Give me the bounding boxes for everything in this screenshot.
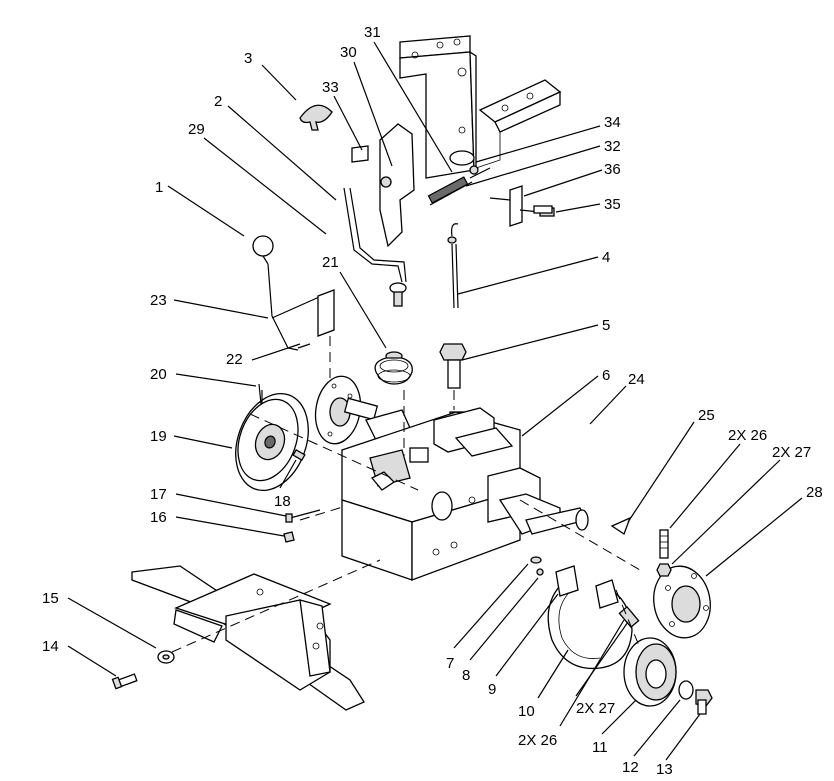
callout-5: 5: [602, 317, 610, 334]
small-hardware: [111, 383, 321, 690]
pulley: [235, 390, 309, 492]
callout-31: 31: [364, 24, 381, 41]
alignment-lines: [171, 336, 641, 653]
callout-2: 2: [214, 93, 222, 110]
callout-32: 32: [604, 138, 621, 155]
brake-drum: [623, 637, 713, 715]
callout-28: 28: [806, 484, 823, 501]
callout-30: 30: [340, 44, 357, 61]
callout-11: 11: [592, 739, 608, 756]
shift-boot: [374, 351, 413, 385]
callout-35: 35: [604, 196, 621, 213]
callout-23: 23: [150, 292, 167, 309]
callout-18: 18: [274, 493, 291, 510]
control-lever-assembly: [252, 235, 335, 351]
callout-15: 15: [42, 590, 59, 607]
callout-10: 10: [518, 703, 535, 720]
callout-24: 24: [628, 371, 645, 388]
callout-36: 36: [604, 161, 621, 178]
callout-2x27-bottom: 2X 27: [576, 700, 615, 717]
callout-34: 34: [604, 114, 621, 131]
bolt-35: [533, 205, 553, 214]
callout-29: 29: [188, 121, 205, 138]
callout-33: 33: [322, 79, 339, 96]
callout-16: 16: [150, 509, 167, 526]
callout-22: 22: [226, 351, 243, 368]
callout-1: 1: [155, 179, 163, 196]
callout-2x26-bottom: 2X 26: [518, 732, 557, 749]
callout-labels: 1 2 3 4 5 6 7 8 9 10 11 12 13 14 15 16 1…: [42, 24, 823, 778]
brake-band: [530, 556, 633, 670]
cable-assembly: [439, 223, 467, 423]
callout-25: 25: [698, 407, 715, 424]
callout-7: 7: [446, 655, 454, 672]
callout-21: 21: [322, 254, 339, 271]
callout-20: 20: [150, 366, 167, 383]
callout-9: 9: [488, 681, 496, 698]
transmission-housing: [341, 407, 561, 581]
mounting-frame: [131, 565, 365, 711]
callout-6: 6: [602, 367, 610, 384]
callout-12: 12: [622, 759, 639, 776]
callout-3: 3: [244, 50, 252, 67]
leader-lines: [67, 41, 803, 761]
callout-13: 13: [656, 761, 673, 778]
callout-8: 8: [462, 667, 470, 684]
callout-2x27-top: 2X 27: [772, 444, 811, 461]
spring-assembly: [427, 150, 555, 227]
shift-lever-assembly: [299, 104, 415, 307]
callout-2x26-top: 2X 26: [728, 427, 767, 444]
callout-17: 17: [150, 486, 167, 503]
upper-mounting-bracket: [399, 35, 562, 179]
callout-19: 19: [150, 428, 167, 445]
callout-4: 4: [602, 249, 610, 266]
bearing-flange-left: [314, 375, 411, 445]
callout-14: 14: [42, 638, 59, 655]
wheel-hub-flange: [618, 529, 711, 639]
